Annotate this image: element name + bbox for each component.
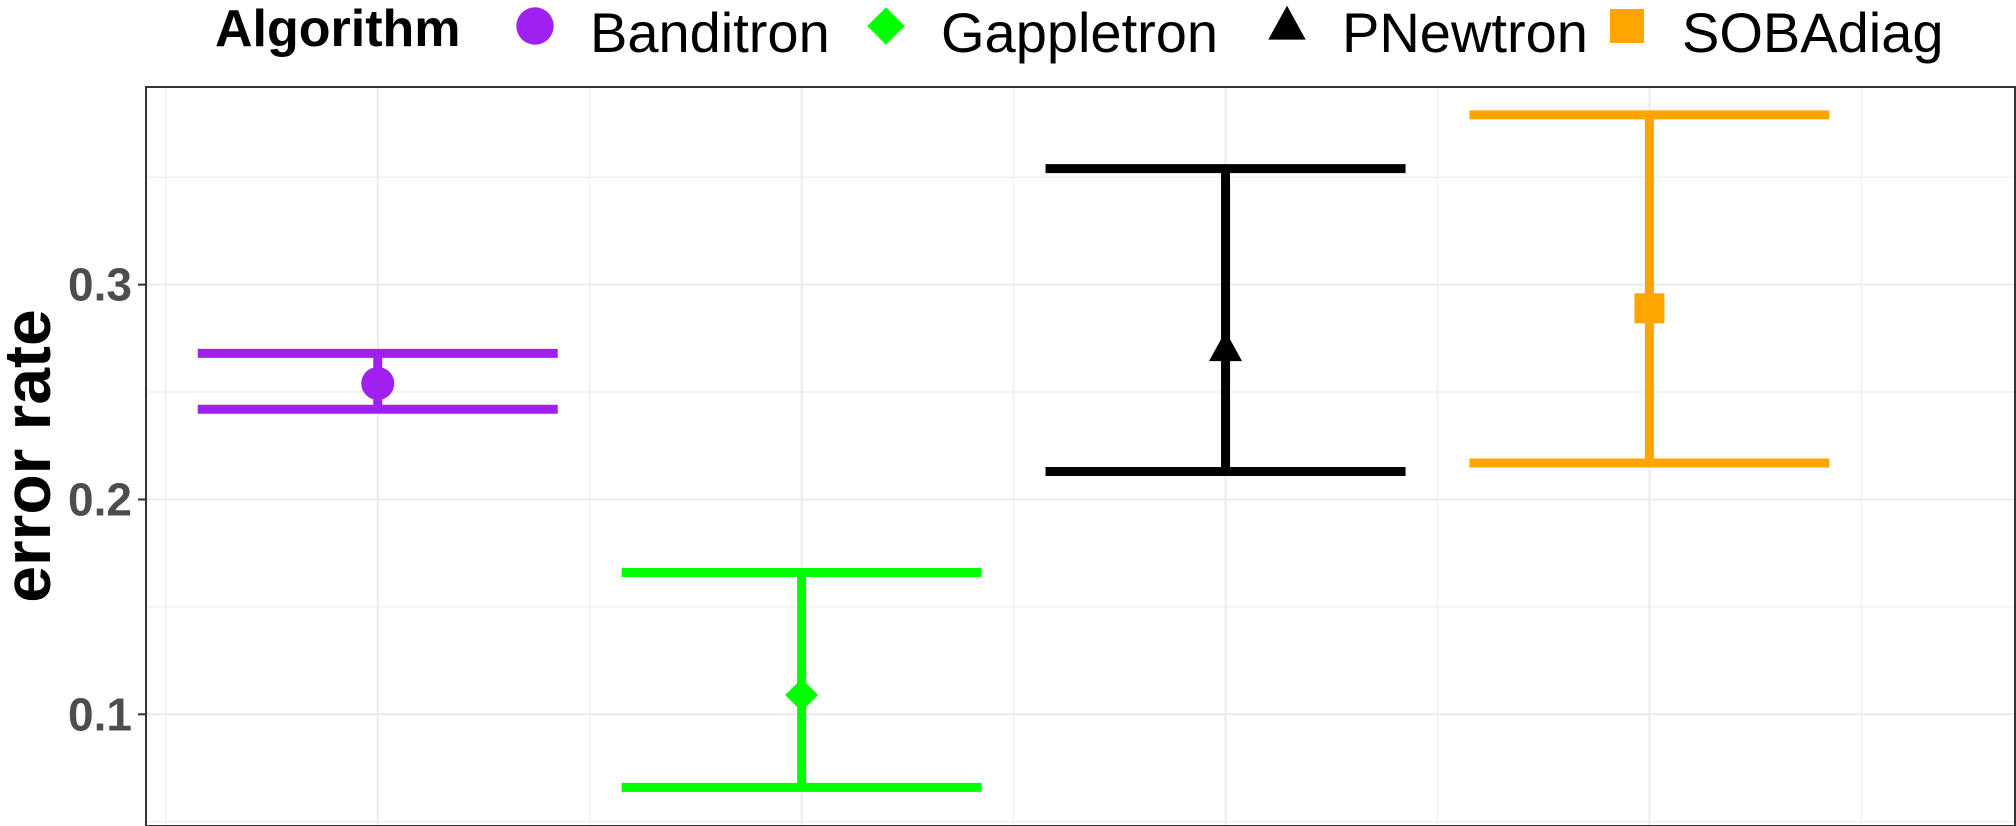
y-tick-label: 0.1 bbox=[68, 688, 132, 740]
error-bar-gappletron bbox=[621, 568, 982, 792]
legend-title: Algorithm bbox=[215, 0, 461, 58]
legend-label: PNewtron bbox=[1342, 1, 1588, 64]
legend-label: Gappletron bbox=[941, 1, 1218, 64]
legend-key-diamond-icon bbox=[867, 7, 905, 45]
legend-key-circle-icon bbox=[516, 7, 554, 45]
legend-key-triangle-icon bbox=[1268, 5, 1306, 40]
legend-label: Banditron bbox=[590, 1, 830, 64]
plot-background bbox=[146, 87, 2015, 826]
error-bar-banditron bbox=[197, 348, 558, 414]
legend-key-square-icon bbox=[1610, 9, 1644, 43]
y-axis: 0.1 0.2 0.3 bbox=[68, 259, 146, 740]
legend: Algorithm Banditron Gappletron PNewtron SOB… bbox=[215, 0, 1944, 64]
legend-item-gappletron: Gappletron bbox=[867, 1, 1218, 64]
plot-border bbox=[145, 86, 2016, 826]
legend-item-sobadiag: SOBAdiag bbox=[1610, 1, 1944, 64]
data-point-square bbox=[1634, 293, 1665, 324]
y-tick-label: 0.3 bbox=[68, 259, 132, 311]
y-tick-label: 0.2 bbox=[68, 473, 132, 525]
error-bar-pnewtron bbox=[1045, 164, 1406, 477]
legend-label: SOBAdiag bbox=[1682, 1, 1944, 64]
legend-item-pnewtron: PNewtron bbox=[1268, 1, 1588, 64]
legend-item-banditron: Banditron bbox=[516, 1, 830, 64]
error-bars bbox=[197, 110, 1830, 792]
data-point-triangle bbox=[1209, 331, 1243, 362]
error-bar-sobadiag bbox=[1469, 110, 1830, 468]
plot-panel bbox=[145, 86, 2016, 826]
data-point-diamond bbox=[785, 678, 819, 712]
y-axis-title: error rate bbox=[0, 309, 64, 603]
data-point-circle bbox=[361, 366, 395, 400]
minor-gridlines bbox=[146, 87, 2015, 826]
